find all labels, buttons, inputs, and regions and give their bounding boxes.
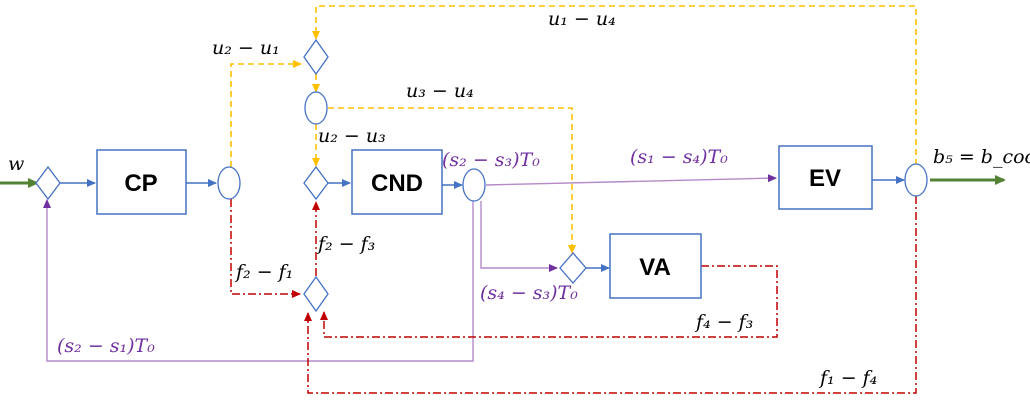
destruction-line-f4-f3 — [320, 265, 778, 338]
branch-node-cp — [217, 166, 241, 200]
destruction-line-f1-f4 — [304, 196, 917, 394]
block-ev[interactable]: EV — [778, 145, 873, 210]
label-u2-u3: u₂ − u₃ — [318, 125, 386, 147]
summing-junction-va — [559, 252, 587, 284]
label-f2-f3: f₂ − f₃ — [316, 233, 375, 255]
label-u3-u4: u₃ − u₄ — [406, 80, 474, 102]
summing-junction-bottom — [303, 275, 329, 313]
block-cnd-label: CND — [371, 170, 423, 197]
label-f4-f3: f₄ − f₃ — [694, 311, 753, 333]
label-b5-bcool: b₅ = b_cool — [933, 146, 1030, 168]
block-va-label: VA — [639, 254, 671, 281]
exergy-line-s1-s4 — [485, 174, 777, 186]
energy-line-u3-u4 — [328, 107, 576, 254]
summing-junction-input — [35, 165, 61, 201]
energy-line-u2-u1 — [230, 60, 302, 167]
block-va[interactable]: VA — [609, 233, 702, 299]
destruction-line-f2-f1 — [230, 199, 301, 298]
branch-node-cnd — [462, 168, 486, 202]
label-s2-s3-T0: (s₂ − s₃)T₀ — [442, 149, 540, 171]
block-cnd[interactable]: CND — [351, 149, 443, 215]
label-s4-s3-T0: (s₄ − s₃)T₀ — [480, 282, 578, 304]
label-f1-f4: f₁ − f₄ — [818, 367, 877, 389]
label-f2-f1: f₂ − f₁ — [234, 261, 293, 283]
exergy-line-s2-s1 — [43, 199, 474, 362]
label-u1-u4: u₁ − u₄ — [548, 8, 616, 30]
block-ev-label: EV — [809, 165, 841, 192]
label-w: w — [8, 153, 24, 175]
summing-junction-top — [303, 38, 329, 76]
summing-junction-cnd — [303, 165, 329, 201]
branch-node-ev — [904, 163, 928, 197]
block-cp[interactable]: CP — [96, 149, 187, 215]
label-u2-u1: u₂ − u₁ — [212, 37, 280, 59]
branch-node-mid — [304, 91, 328, 125]
label-s2-s1-T0: (s₂ − s₁)T₀ — [57, 335, 155, 357]
energy-line-u1-u4 — [312, 5, 917, 165]
block-cp-label: CP — [124, 170, 157, 197]
exergy-line-s4-s3 — [480, 201, 558, 272]
label-s1-s4-T0: (s₁ − s₄)T₀ — [630, 146, 728, 168]
